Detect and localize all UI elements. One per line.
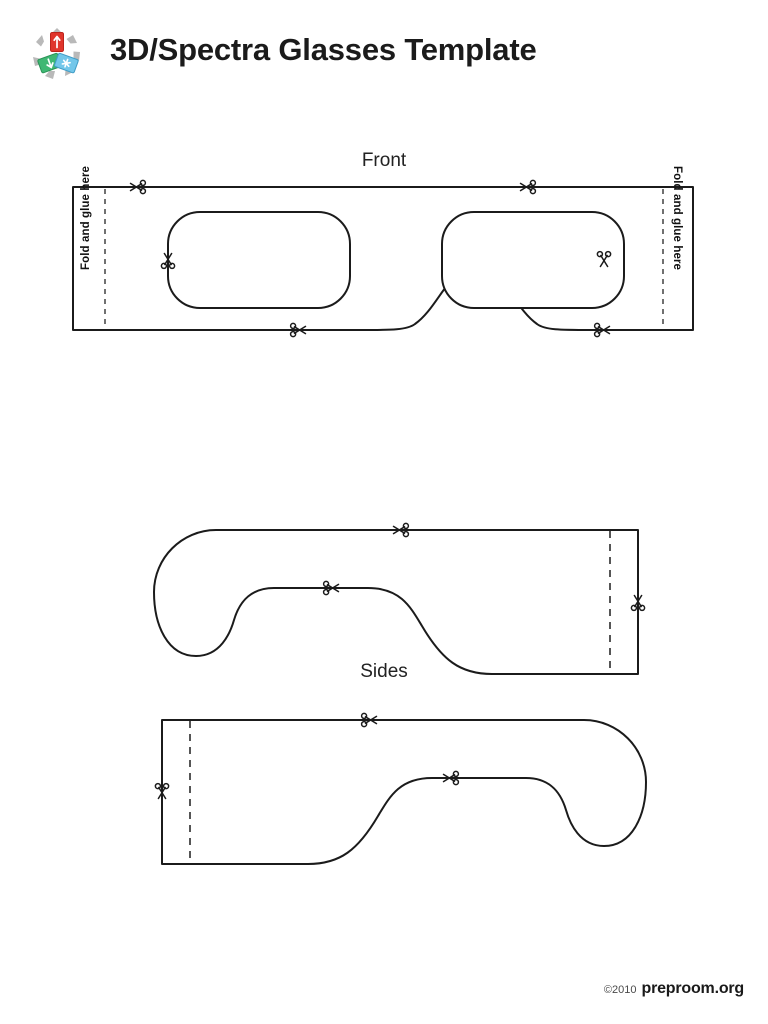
front-right-lens-cutout bbox=[441, 211, 625, 309]
fold-and-glue-label-left: Fold and glue here bbox=[80, 165, 92, 271]
sides-template-diagram bbox=[110, 510, 690, 900]
red-card-icon bbox=[50, 32, 64, 52]
section-label-front: Front bbox=[361, 150, 407, 171]
brand-wordmark: preproom.org bbox=[641, 980, 745, 997]
page-footer: ©2010 preproom.org bbox=[604, 980, 744, 998]
front-left-lens-cutout bbox=[167, 211, 351, 309]
fold-and-glue-label-right: Fold and glue here bbox=[671, 165, 683, 271]
page-header: 3D/Spectra Glasses Template bbox=[0, 0, 768, 100]
copyright-text: ©2010 bbox=[603, 984, 637, 996]
section-label-sides: Sides bbox=[360, 661, 408, 682]
front-template-diagram: Fold and glue here Fold and glue here bbox=[40, 166, 730, 350]
sides-arm-upper-outline bbox=[153, 522, 646, 675]
page-title: 3D/Spectra Glasses Template bbox=[110, 32, 537, 67]
blue-card-icon bbox=[54, 52, 79, 74]
preproom-recycle-logo bbox=[28, 26, 86, 84]
sides-arm-lower-outline bbox=[161, 719, 647, 865]
